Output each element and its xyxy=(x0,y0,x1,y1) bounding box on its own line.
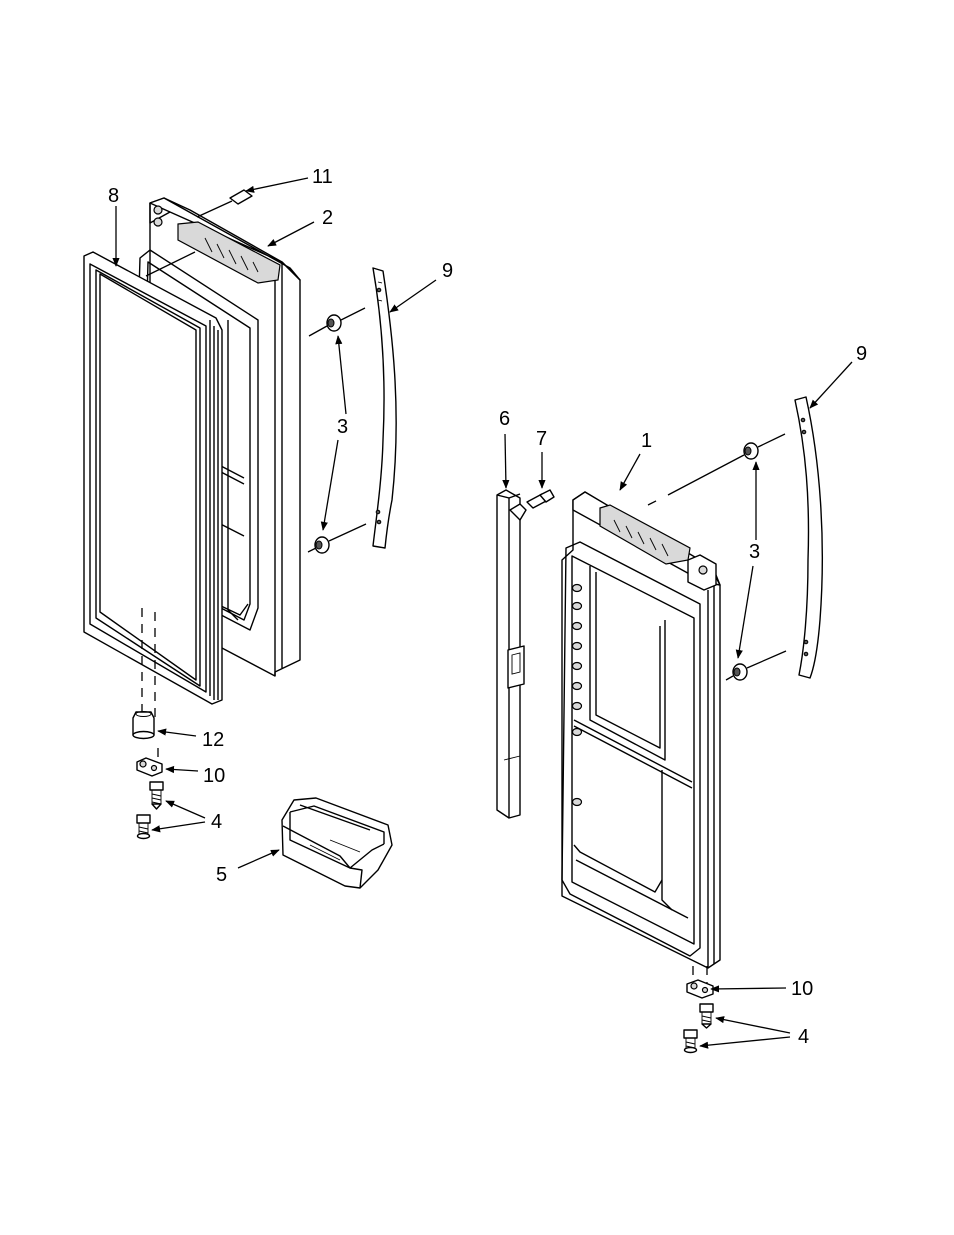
callout-6: 6 xyxy=(499,408,510,430)
hinge-bushing-left xyxy=(133,712,154,739)
hinge-screw-left-upper xyxy=(150,782,163,809)
handle-spacer-left-lower xyxy=(315,537,329,553)
handle-spacer-right-upper xyxy=(744,443,758,459)
right-door-assembly xyxy=(562,492,720,968)
callout-10-left: 10 xyxy=(203,765,225,787)
hinge-plate-right xyxy=(687,980,713,998)
callout-12: 12 xyxy=(202,729,224,751)
handle-spacer-right-lower xyxy=(733,664,747,680)
callout-2: 2 xyxy=(322,207,333,229)
callout-9-left: 9 xyxy=(442,260,453,282)
callout-4-right: 4 xyxy=(798,1026,809,1048)
callout-7: 7 xyxy=(536,428,547,450)
callout-1: 1 xyxy=(641,430,652,452)
callout-3-right: 3 xyxy=(749,541,760,563)
door-mullion xyxy=(497,490,526,818)
hinge-screw-left-lower xyxy=(137,815,150,839)
callout-3-left: 3 xyxy=(337,416,348,438)
door-bin xyxy=(282,798,392,888)
callout-9-right: 9 xyxy=(856,343,867,365)
callout-10-right: 10 xyxy=(791,978,813,1000)
door-clip xyxy=(230,190,252,204)
hinge-plate-left xyxy=(137,758,162,776)
callout-5: 5 xyxy=(216,864,227,886)
hinge-screw-right-upper xyxy=(700,1004,713,1028)
hinge-screw-right-lower xyxy=(684,1030,697,1053)
mullion-pin xyxy=(527,490,554,508)
callout-11: 11 xyxy=(312,166,333,188)
callout-8: 8 xyxy=(108,185,119,207)
callout-4-left: 4 xyxy=(211,811,222,833)
door-gasket xyxy=(84,252,222,704)
door-handle-right xyxy=(795,397,822,678)
handle-spacer-left-upper xyxy=(327,315,341,331)
